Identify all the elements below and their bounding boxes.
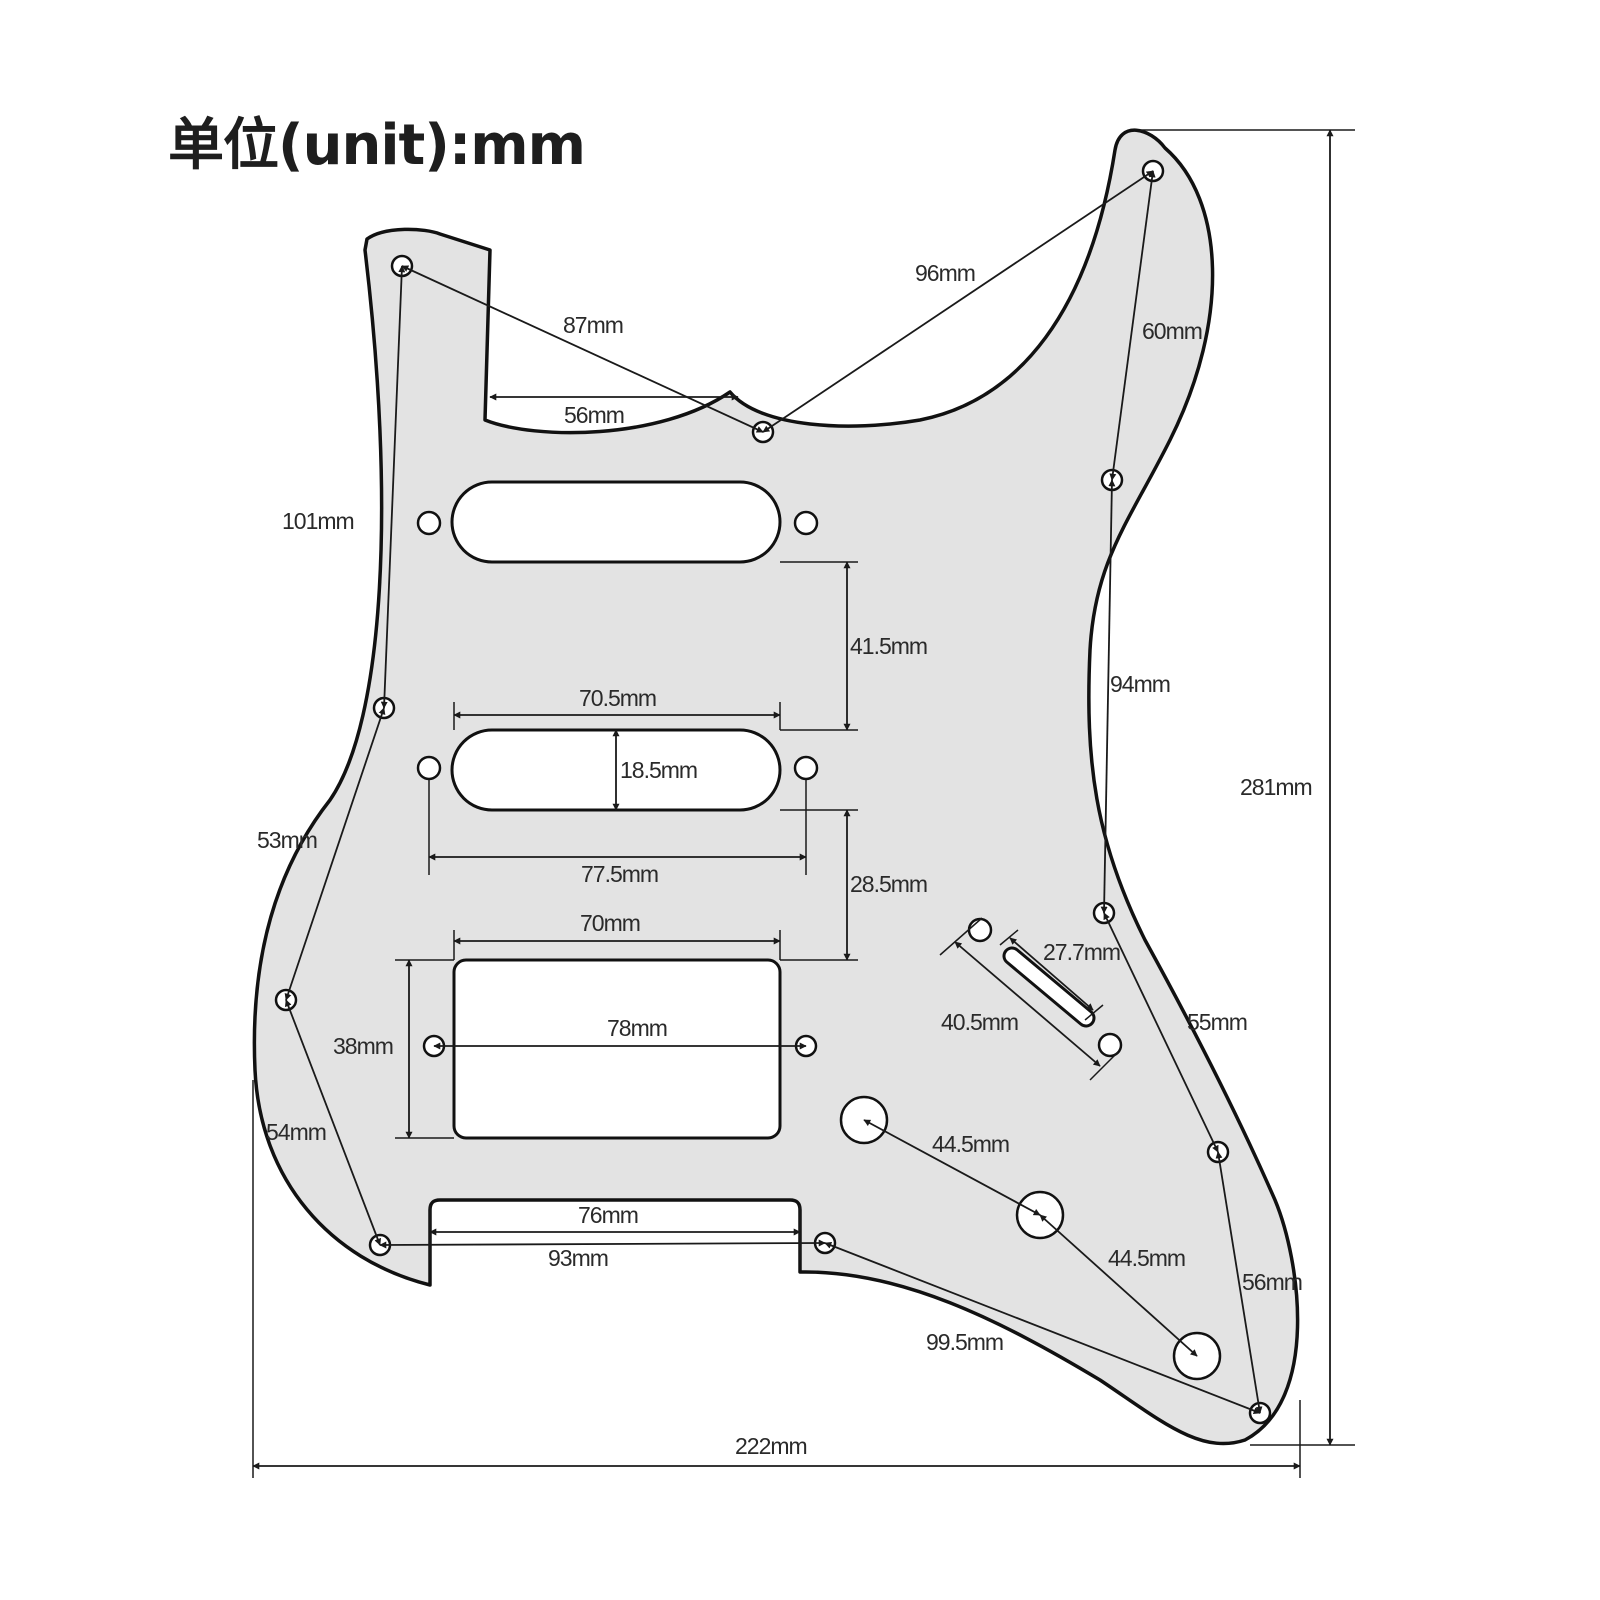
dim-label-281: 281mm <box>1240 774 1312 800</box>
dim-label-93: 93mm <box>548 1245 608 1271</box>
dim-label-41-5: 41.5mm <box>850 633 927 659</box>
unit-title: 单位(unit):mm <box>168 113 586 178</box>
dim-label-99-5: 99.5mm <box>926 1329 1003 1355</box>
bridge-humbucker-route <box>452 958 782 1140</box>
dim-line-99-5 <box>824 1242 1261 1414</box>
dimension-arrows <box>252 129 1334 1470</box>
dim-label-18-5: 18.5mm <box>620 757 697 783</box>
dim-label-94: 94mm <box>1110 671 1170 697</box>
dimension-labels: 87mm 56mm 96mm 60mm 101mm 41.5mm 70.5mm … <box>257 260 1313 1459</box>
dim-label-70: 70mm <box>580 910 640 936</box>
dim-label-27-7: 27.7mm <box>1043 939 1120 965</box>
dim-line-96 <box>762 170 1154 433</box>
dim-label-222: 222mm <box>735 1433 807 1459</box>
dim-line-40-5 <box>954 941 1101 1067</box>
dim-label-76: 76mm <box>578 1202 638 1228</box>
dim-label-44-5b: 44.5mm <box>1108 1245 1185 1271</box>
dim-label-87: 87mm <box>563 312 623 338</box>
pickup-mount-hole <box>416 510 442 536</box>
dim-line-87 <box>401 265 764 433</box>
dim-label-70-5: 70.5mm <box>579 685 656 711</box>
dim-line-93 <box>379 1239 826 1249</box>
dim-line-55 <box>1103 912 1219 1153</box>
dim-label-77-5: 77.5mm <box>581 861 658 887</box>
dim-label-56: 56mm <box>564 402 624 428</box>
dim-line-60 <box>1109 170 1156 481</box>
dim-line-53 <box>284 707 386 1001</box>
dim-label-54: 54mm <box>266 1119 326 1145</box>
pickup-mount-hole <box>793 510 819 536</box>
dim-line-44-5a <box>863 1119 1041 1216</box>
dim-label-96: 96mm <box>915 260 975 286</box>
dim-label-78: 78mm <box>607 1015 667 1041</box>
neck-pickup-route <box>450 480 782 564</box>
dim-label-38: 38mm <box>333 1033 393 1059</box>
dim-line-54 <box>284 999 382 1246</box>
dim-label-53: 53mm <box>257 827 317 853</box>
pickup-mount-hole <box>793 755 819 781</box>
dim-label-60: 60mm <box>1142 318 1202 344</box>
switch-screw-hole <box>967 917 993 943</box>
dim-line-94 <box>1100 479 1116 914</box>
dim-line-101 <box>380 265 406 709</box>
pickup-mount-hole <box>416 755 442 781</box>
dim-label-40-5: 40.5mm <box>941 1009 1018 1035</box>
dim-label-56b: 56mm <box>1242 1269 1302 1295</box>
dim-label-28-5: 28.5mm <box>850 871 927 897</box>
dim-label-55: 55mm <box>1187 1009 1247 1035</box>
dim-label-101: 101mm <box>282 508 354 534</box>
dim-label-44-5a: 44.5mm <box>932 1131 1009 1157</box>
